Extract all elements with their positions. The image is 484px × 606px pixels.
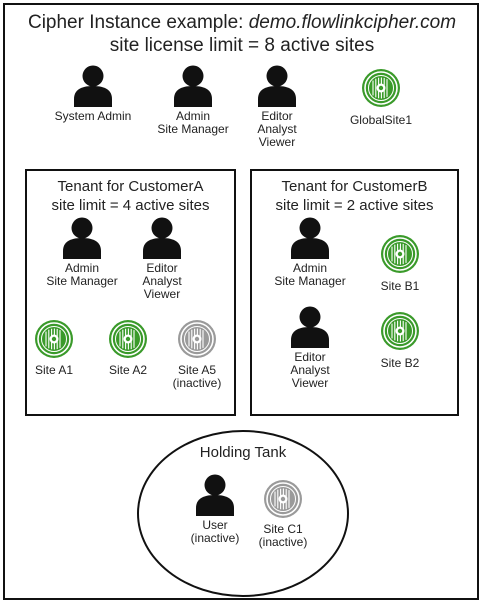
site-a5-node: Site A5 (inactive) xyxy=(162,319,232,390)
node-label: Editor Analyst Viewer xyxy=(142,261,182,301)
global-site-node: GlobalSite1 xyxy=(326,68,436,127)
node-label: Admin Site Manager xyxy=(157,109,229,136)
node-label: GlobalSite1 xyxy=(349,113,413,127)
active-site-icon xyxy=(381,312,419,350)
person-icon xyxy=(74,65,112,107)
site-b1-node: Site B1 xyxy=(370,234,430,293)
tenant-customer-a: Tenant for CustomerA site limit = 4 acti… xyxy=(25,169,236,416)
holding-tank-title: Holding Tank xyxy=(199,444,287,461)
active-site-icon xyxy=(381,235,419,273)
person-icon xyxy=(143,217,181,259)
editor-analyst-viewer-node: Editor Analyst Viewer xyxy=(222,65,332,149)
site-b2-node: Site B2 xyxy=(370,311,430,370)
site-a2-node: Site A2 xyxy=(98,319,158,377)
node-label: User (inactive) xyxy=(190,518,240,545)
person-icon xyxy=(63,217,101,259)
inactive-site-icon xyxy=(178,320,216,358)
instance-title-prefix: Cipher Instance example: xyxy=(27,12,249,33)
instance-domain: demo.flowlinkcipher.com xyxy=(248,12,457,33)
active-site-icon xyxy=(362,69,400,107)
node-label: Site C1 (inactive) xyxy=(258,522,308,549)
instance-title: Cipher Instance example: demo.flowlinkci… xyxy=(0,12,484,34)
admin-site-manager-node: Admin Site Manager xyxy=(138,65,248,136)
tenant-a-admin-node: Admin Site Manager xyxy=(27,217,137,288)
node-label: System Admin xyxy=(54,109,132,123)
node-label: Site B1 xyxy=(380,279,420,293)
inactive-site-icon xyxy=(264,480,302,518)
tenant-b-admin-node: Admin Site Manager xyxy=(255,217,365,288)
person-icon xyxy=(291,306,329,348)
node-label: Editor Analyst Viewer xyxy=(257,109,297,149)
site-c1-node: Site C1 (inactive) xyxy=(243,479,323,549)
person-icon xyxy=(258,65,296,107)
node-label: Site B2 xyxy=(380,356,420,370)
person-icon xyxy=(291,217,329,259)
inactive-user-node: User (inactive) xyxy=(175,474,255,545)
cipher-instance-frame xyxy=(3,3,479,600)
tenant-b-editor-node: Editor Analyst Viewer xyxy=(255,306,365,390)
tenant-b-limit: site limit = 2 active sites xyxy=(275,197,434,214)
node-label: Site A2 xyxy=(108,363,148,377)
node-label: Editor Analyst Viewer xyxy=(290,350,330,390)
active-site-icon xyxy=(109,320,147,358)
tenant-a-editor-node: Editor Analyst Viewer xyxy=(107,217,217,301)
site-a1-node: Site A1 xyxy=(24,319,84,377)
node-label: Admin Site Manager xyxy=(46,261,118,288)
tenant-a-limit: site limit = 4 active sites xyxy=(51,197,210,214)
node-label: Admin Site Manager xyxy=(274,261,346,288)
system-admin-node: System Admin xyxy=(38,65,148,123)
tenant-customer-b: Tenant for CustomerB site limit = 2 acti… xyxy=(250,169,459,416)
person-icon xyxy=(196,474,234,516)
holding-tank: Holding Tank User (inactive) Site C1 (in… xyxy=(137,430,349,597)
instance-limit: site license limit = 8 active sites xyxy=(109,35,375,56)
node-label: Site A5 (inactive) xyxy=(172,363,222,390)
node-label: Site A1 xyxy=(34,363,74,377)
tenant-b-title: Tenant for CustomerB xyxy=(281,178,428,195)
active-site-icon xyxy=(35,320,73,358)
person-icon xyxy=(174,65,212,107)
tenant-a-title: Tenant for CustomerA xyxy=(57,178,204,195)
